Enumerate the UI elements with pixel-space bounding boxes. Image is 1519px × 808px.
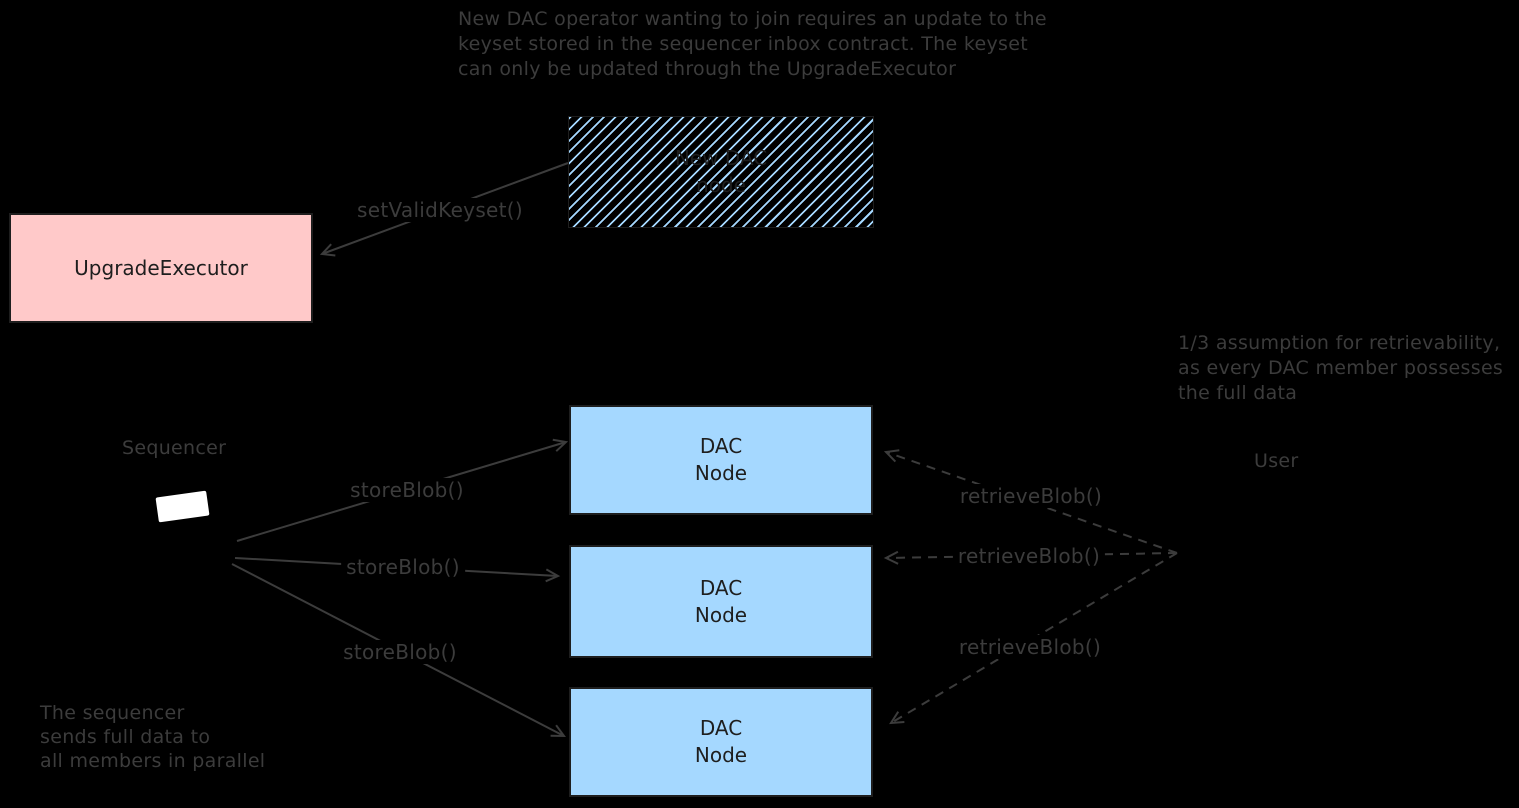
dac-node-label: Node	[694, 461, 748, 485]
note-line: 1/3 assumption for retrievability,	[1178, 332, 1501, 354]
dac-node-box-3: DAC Node	[569, 687, 873, 797]
label-retrieve-blob-3: retrieveBlob()	[953, 635, 1107, 659]
label-set-valid-keyset: setValidKeyset()	[352, 198, 528, 222]
label-store-blob-1: storeBlob()	[345, 478, 469, 502]
sequencer-label: Sequencer	[122, 437, 227, 459]
label-retrieve-blob-1: retrieveBlob()	[954, 484, 1108, 508]
upgrade-executor-box: UpgradeExecutor	[9, 213, 313, 323]
label-store-blob-3: storeBlob()	[338, 640, 462, 664]
sequencer-shape	[155, 490, 210, 523]
dac-node-label: DAC	[699, 434, 743, 458]
note-line: The sequencer	[40, 702, 185, 724]
user-label: User	[1254, 450, 1299, 472]
note-line: keyset stored in the sequencer inbox con…	[458, 33, 1028, 55]
note-line: all members in parallel	[40, 750, 266, 772]
note-line: as every DAC member possesses	[1178, 357, 1504, 379]
new-dac-node-label: node	[696, 173, 746, 197]
note-line: the full data	[1178, 382, 1298, 404]
note-line: can only be updated through the UpgradeE…	[458, 58, 957, 80]
upgrade-executor-label: UpgradeExecutor	[74, 255, 248, 280]
dac-node-label: Node	[694, 743, 748, 767]
note-retrievability-assumption: 1/3 assumption for retrievability, as ev…	[1178, 331, 1503, 406]
dac-node-label: DAC	[699, 575, 743, 600]
new-dac-node-label: New DAC	[674, 146, 768, 170]
note-sequencer-parallel: The sequencer sends full data to all mem…	[40, 701, 265, 773]
dac-node-label: DAC	[699, 716, 743, 740]
label-store-blob-2: storeBlob()	[341, 555, 465, 579]
label-retrieve-blob-2: retrieveBlob()	[952, 544, 1106, 568]
note-line: New DAC operator wanting to join require…	[458, 8, 1047, 30]
new-dac-node-box: New DAC node	[568, 116, 874, 228]
note-line: sends full data to	[40, 726, 211, 748]
note-keyset-update: New DAC operator wanting to join require…	[458, 7, 1047, 82]
dac-node-box-2: DAC Node	[569, 545, 873, 658]
dac-node-box-1: DAC Node	[569, 405, 873, 515]
dac-node-label: Node	[694, 602, 748, 627]
